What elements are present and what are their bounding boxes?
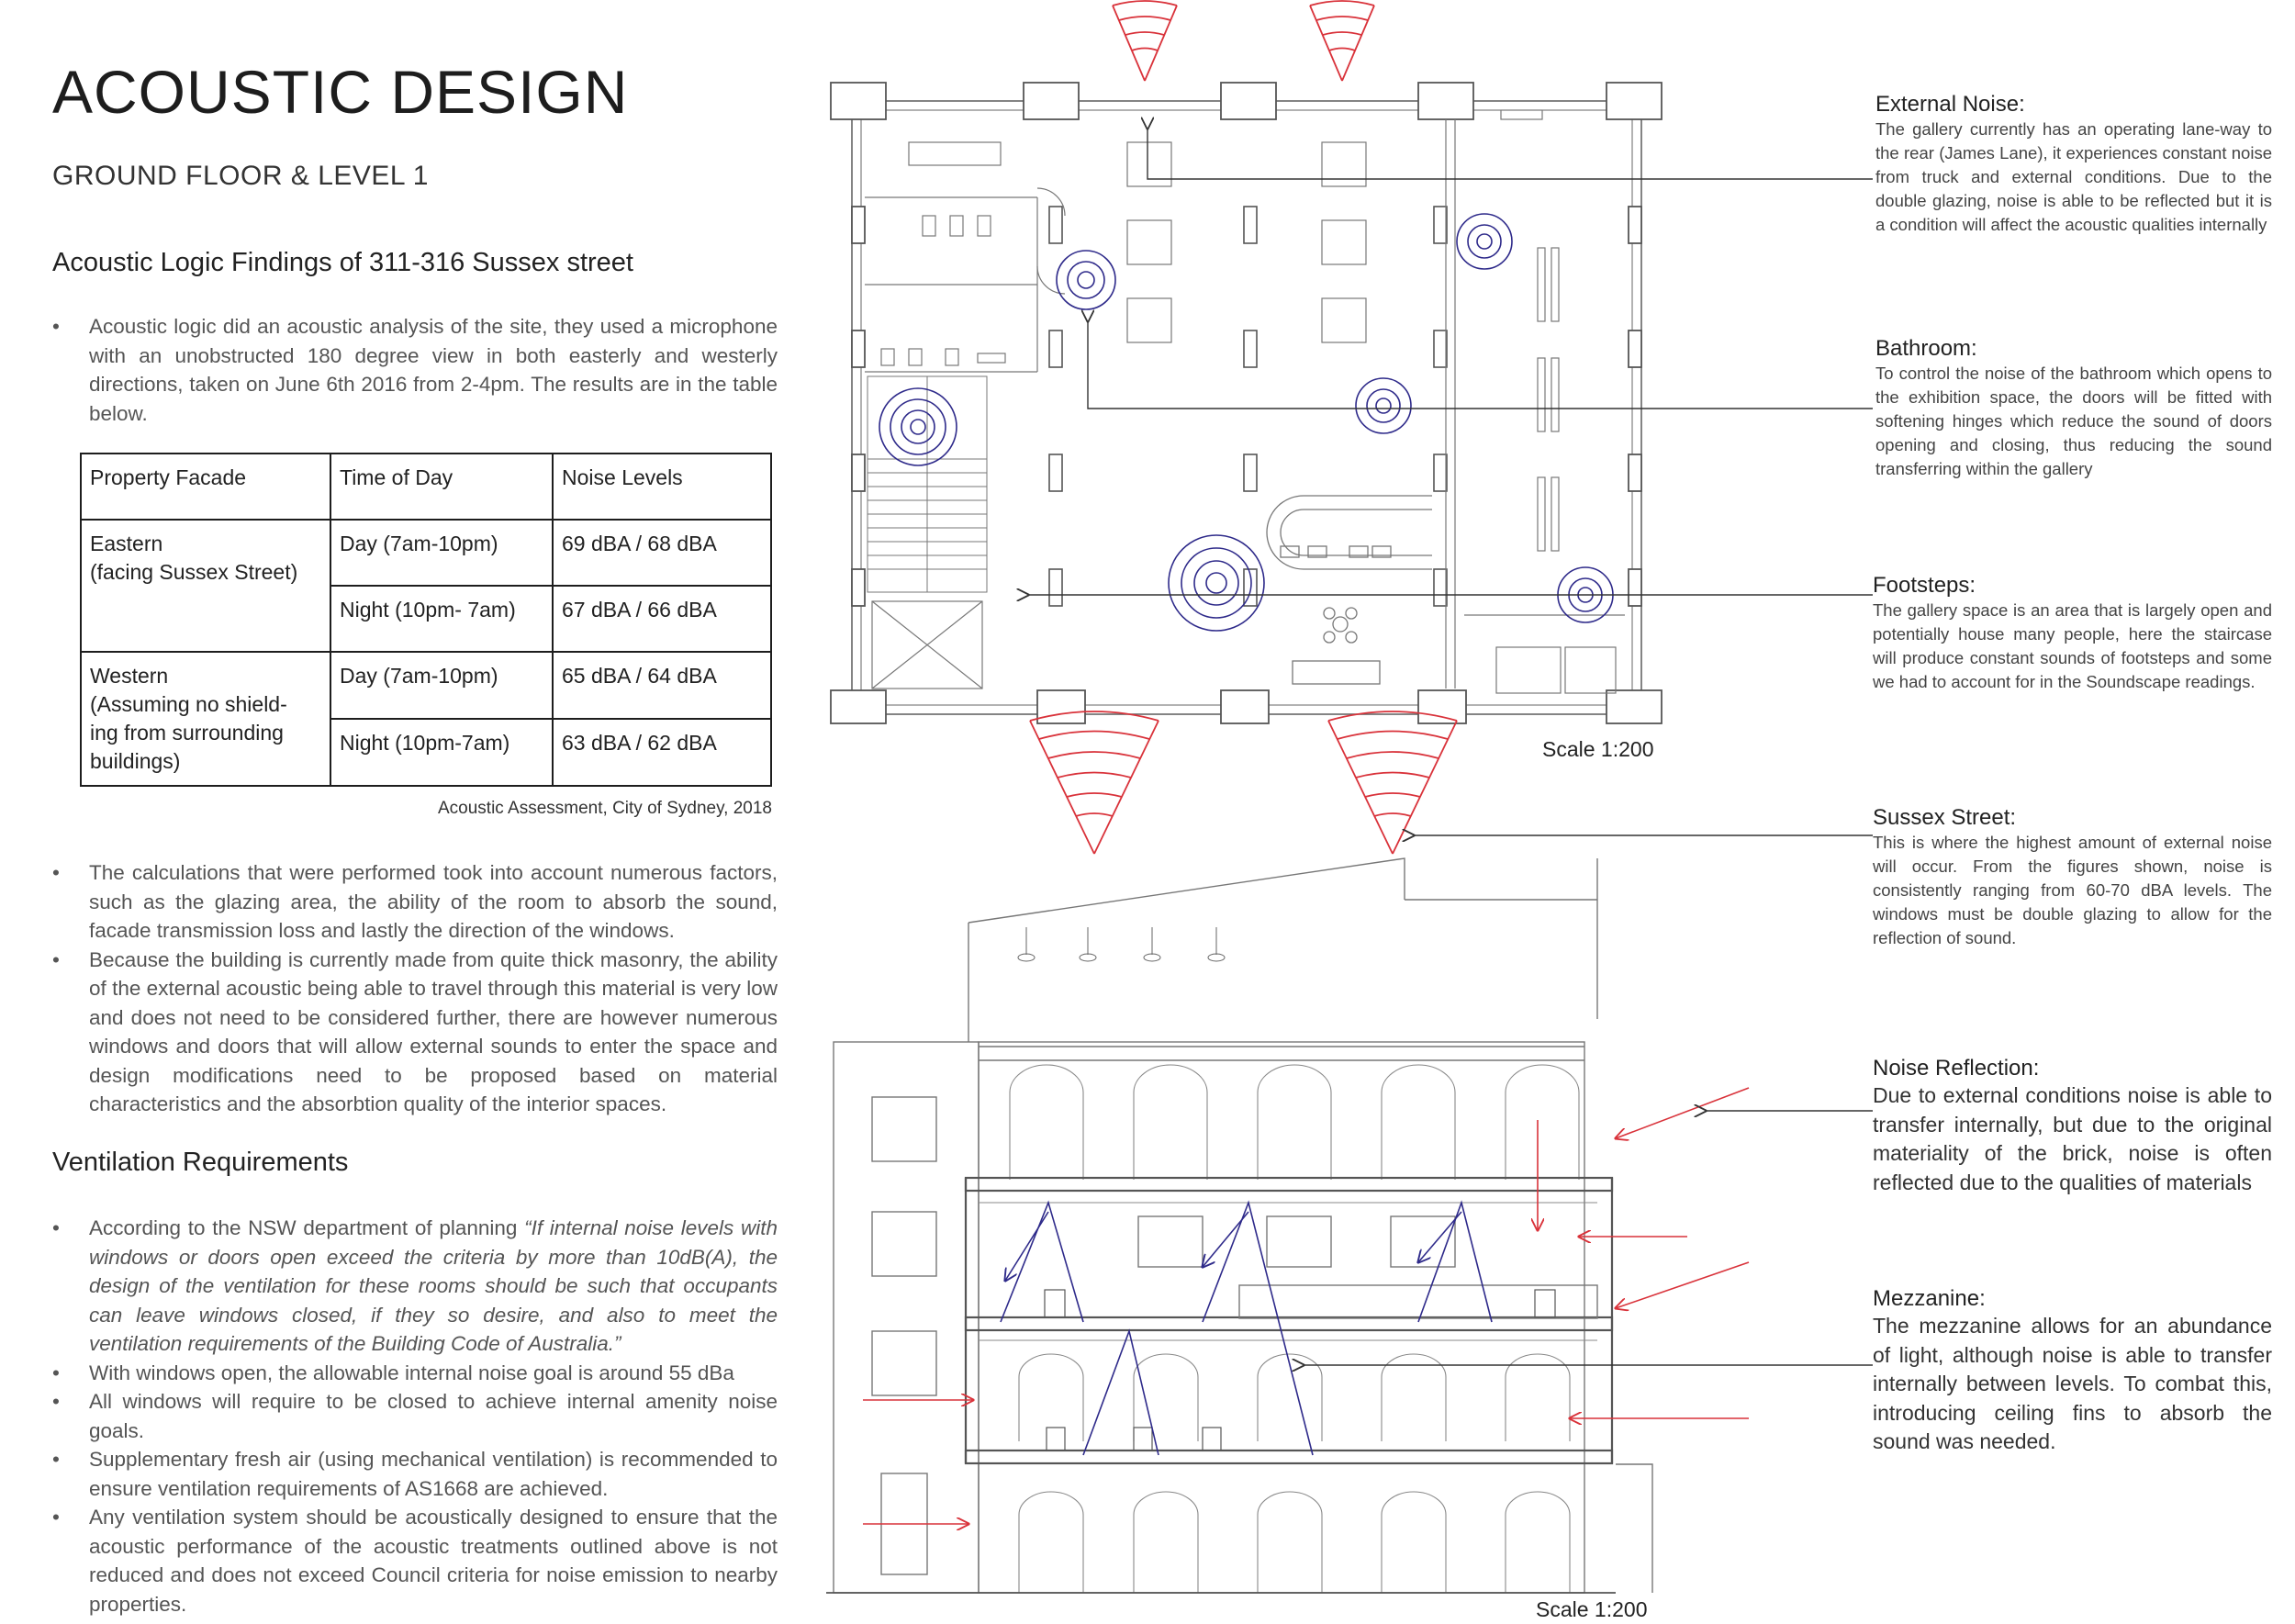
table-cell-level: 69 dBA / 68 dBA xyxy=(552,519,772,587)
plan-piers xyxy=(1048,206,1448,607)
sound-source-markers xyxy=(879,213,1614,632)
annotation-body: The gallery space is an area that is lar… xyxy=(1873,600,2272,691)
sound-source-icon xyxy=(879,387,957,466)
ventilation-item: All windows will require to be closed to… xyxy=(52,1387,778,1445)
table-header-row: Property Facade Time of Day Noise Levels xyxy=(80,453,772,521)
table-cell-time: Night (10pm- 7am) xyxy=(330,585,554,653)
annotation-title: Footsteps: xyxy=(1873,573,1976,598)
table-cell-time: Day (7am-10pm) xyxy=(330,519,554,587)
page-title: ACOUSTIC DESIGN xyxy=(52,58,629,126)
section-pendant-lights xyxy=(1017,927,1226,962)
table-cell-level: 65 dBA / 64 dBA xyxy=(552,651,772,720)
section-ceiling-fins xyxy=(979,1202,1597,1341)
table-header-cell: Time of Day xyxy=(330,453,554,521)
annotation-body: The mezzanine allows for an abundance of… xyxy=(1873,1314,2272,1453)
annotation-leaders xyxy=(1028,129,1873,1365)
section-arches xyxy=(1009,1064,1580,1593)
noise-cone-icon xyxy=(1112,0,1178,82)
ventilation-item: Any ventilation system should be acousti… xyxy=(52,1503,778,1618)
annotation-title: Noise Reflection: xyxy=(1873,1056,2040,1081)
section-neighbour-building xyxy=(833,1041,980,1594)
table-cell-level: 63 dBA / 62 dBA xyxy=(552,718,772,787)
sound-source-icon xyxy=(1456,213,1513,270)
calculations-item: The calculations that were performed too… xyxy=(52,858,778,946)
annotation-title: Bathroom: xyxy=(1875,336,1977,361)
facade-western: Western (Assuming no shield- ing from su… xyxy=(80,651,331,787)
facade-eastern: Eastern (facing Sussex Street) xyxy=(80,519,331,653)
noise-cone-icon xyxy=(1029,711,1159,855)
table-cell-time: Day (7am-10pm) xyxy=(330,651,554,720)
noise-cone-icon xyxy=(1309,0,1375,82)
plan-outer-wall xyxy=(851,100,1642,715)
ventilation-list: According to the NSW department of plann… xyxy=(52,1214,778,1618)
page-subtitle: GROUND FLOOR & LEVEL 1 xyxy=(52,161,429,191)
plan-inner-wall xyxy=(860,109,1633,706)
sound-source-icon xyxy=(1355,377,1412,434)
ventilation-quote-item: According to the NSW department of plann… xyxy=(52,1214,778,1359)
annotation-title: Sussex Street: xyxy=(1873,805,2017,830)
plan-counter xyxy=(1266,495,1432,685)
table-row: Night (10pm-7am) 63 dBA / 62 dBA xyxy=(81,718,772,787)
plan-lift xyxy=(871,600,983,689)
annotation-title: Mezzanine: xyxy=(1873,1286,1986,1311)
plan-plinths xyxy=(1126,141,1367,343)
sound-source-icon xyxy=(1168,534,1265,632)
table-row: Western (Assuming no shield- ing from su… xyxy=(80,651,772,787)
section-floor-slabs xyxy=(964,1176,1614,1465)
annotation-title: External Noise: xyxy=(1875,92,2025,117)
calculations-item: Because the building is currently made f… xyxy=(52,946,778,1119)
ventilation-item: Supplementary fresh air (using mechanica… xyxy=(52,1445,778,1503)
noise-levels-table: Property Facade Time of Day Noise Levels… xyxy=(80,453,772,787)
annotation-body: Due to external conditions noise is able… xyxy=(1873,1083,2272,1194)
findings-intro: Acoustic logic did an acoustic analysis … xyxy=(52,312,778,428)
annotation-mezzanine: Mezzanine: The mezzanine allows for an a… xyxy=(1873,1286,2272,1457)
noise-cone-icon xyxy=(1327,711,1458,855)
table-source-caption: Acoustic Assessment, City of Sydney, 201… xyxy=(438,799,772,818)
table-cell-time: Night (10pm-7am) xyxy=(330,718,554,787)
building-section xyxy=(826,857,1653,1594)
section-sculptures xyxy=(1044,1289,1556,1451)
table-row: Eastern (facing Sussex Street) Day (7am-… xyxy=(80,519,772,653)
calculations-list: The calculations that were performed too… xyxy=(52,858,778,1119)
noise-reflection-arrows xyxy=(863,1087,1750,1524)
floor-plan xyxy=(830,82,1662,724)
section-roof xyxy=(968,857,1405,924)
plan-columns xyxy=(830,82,1662,724)
sound-transfer-lines xyxy=(1000,1200,1493,1456)
annotation-noise-reflection: Noise Reflection: Due to external condit… xyxy=(1873,1056,2272,1197)
plan-bathroom xyxy=(865,141,1066,373)
table-header-cell: Noise Levels xyxy=(552,453,772,521)
plan-scale-label: Scale 1:200 xyxy=(1542,737,1654,761)
findings-list: Acoustic logic did an acoustic analysis … xyxy=(52,312,778,428)
annotation-sussex-street: Sussex Street: This is where the highest… xyxy=(1873,805,2272,950)
annotation-body: The gallery currently has an operating l… xyxy=(1875,119,2272,234)
table-header-cell: Property Facade xyxy=(80,453,331,521)
findings-heading: Acoustic Logic Findings of 311-316 Susse… xyxy=(52,248,633,277)
sound-source-icon xyxy=(1056,250,1116,310)
ventilation-quote-intro: According to the NSW department of plann… xyxy=(89,1216,525,1239)
ventilation-heading: Ventilation Requirements xyxy=(52,1148,349,1177)
annotation-external-noise: External Noise: The gallery currently ha… xyxy=(1875,92,2272,237)
ventilation-quote: “If internal noise levels with windows o… xyxy=(89,1216,778,1355)
annotation-body: This is where the highest amount of exte… xyxy=(1873,833,2272,947)
annotation-footsteps: Footsteps: The gallery space is an area … xyxy=(1873,573,2272,694)
section-scale-label: Scale 1:200 xyxy=(1536,1597,1648,1621)
table-row: Night (10pm- 7am) 67 dBA / 66 dBA xyxy=(81,585,772,653)
annotation-bathroom: Bathroom: To control the noise of the ba… xyxy=(1875,336,2272,481)
annotation-body: To control the noise of the bathroom whi… xyxy=(1875,364,2272,478)
table-cell-level: 67 dBA / 66 dBA xyxy=(552,585,772,653)
plan-staircase xyxy=(867,375,988,593)
ventilation-item: With windows open, the allowable interna… xyxy=(52,1359,778,1388)
noise-cones xyxy=(1029,0,1458,855)
plan-right-gallery xyxy=(1445,109,1625,694)
